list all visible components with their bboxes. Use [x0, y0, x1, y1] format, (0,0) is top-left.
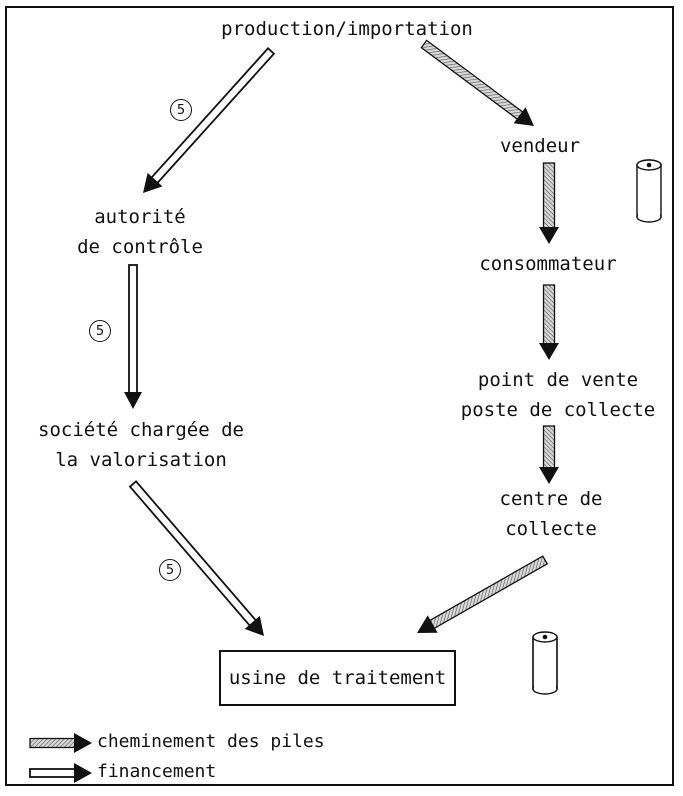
node-production-importation: production/importation	[221, 18, 473, 40]
arrow-autorite-to-societe	[124, 264, 142, 409]
node-societe-valorisation: société chargée de la valorisation	[38, 415, 244, 475]
legend-financement: financement	[97, 761, 217, 782]
node-centre-de-collecte-line1: centre de	[499, 488, 603, 510]
diagram-frame	[5, 6, 674, 786]
node-societe-line1: société chargée de	[38, 419, 244, 441]
legend-financement-arrow	[29, 763, 92, 783]
badge-financement-1: 5	[170, 99, 192, 121]
node-consommateur: consommateur	[479, 253, 617, 275]
battery-icon	[532, 631, 558, 695]
legend-piles-arrow	[29, 733, 92, 753]
arrow-centre-to-usine	[417, 555, 549, 634]
node-point-de-vente-line2: poste de collecte	[460, 399, 656, 421]
badge-financement-2: 5	[89, 320, 111, 342]
arrow-point-de-vente-to-centre	[539, 425, 559, 484]
node-societe-line2: la valorisation	[55, 449, 227, 471]
node-autorite-line1: autorité	[94, 206, 186, 228]
arrow-production-to-autorite	[142, 47, 276, 193]
arrow-consommateur-to-point-de-vente	[539, 284, 559, 360]
battery-icon	[636, 159, 662, 223]
node-point-de-vente: point de vente poste de collecte	[461, 365, 655, 425]
arrow-societe-to-usine	[128, 480, 265, 636]
node-centre-de-collecte: centre de collecte	[500, 484, 603, 544]
node-vendeur: vendeur	[499, 135, 581, 157]
node-point-de-vente-line1: point de vente	[477, 369, 639, 391]
legend-cheminement-des-piles: cheminement des piles	[97, 731, 325, 752]
node-autorite-de-controle: autorité de contrôle	[77, 202, 203, 262]
badge-financement-3: 5	[159, 559, 181, 581]
node-usine-de-traitement: usine de traitement	[219, 650, 456, 706]
node-centre-de-collecte-line2: collecte	[505, 518, 597, 540]
node-autorite-line2: de contrôle	[77, 236, 203, 258]
arrow-production-to-vendeur	[420, 39, 534, 126]
arrow-vendeur-to-consommateur	[539, 162, 559, 244]
